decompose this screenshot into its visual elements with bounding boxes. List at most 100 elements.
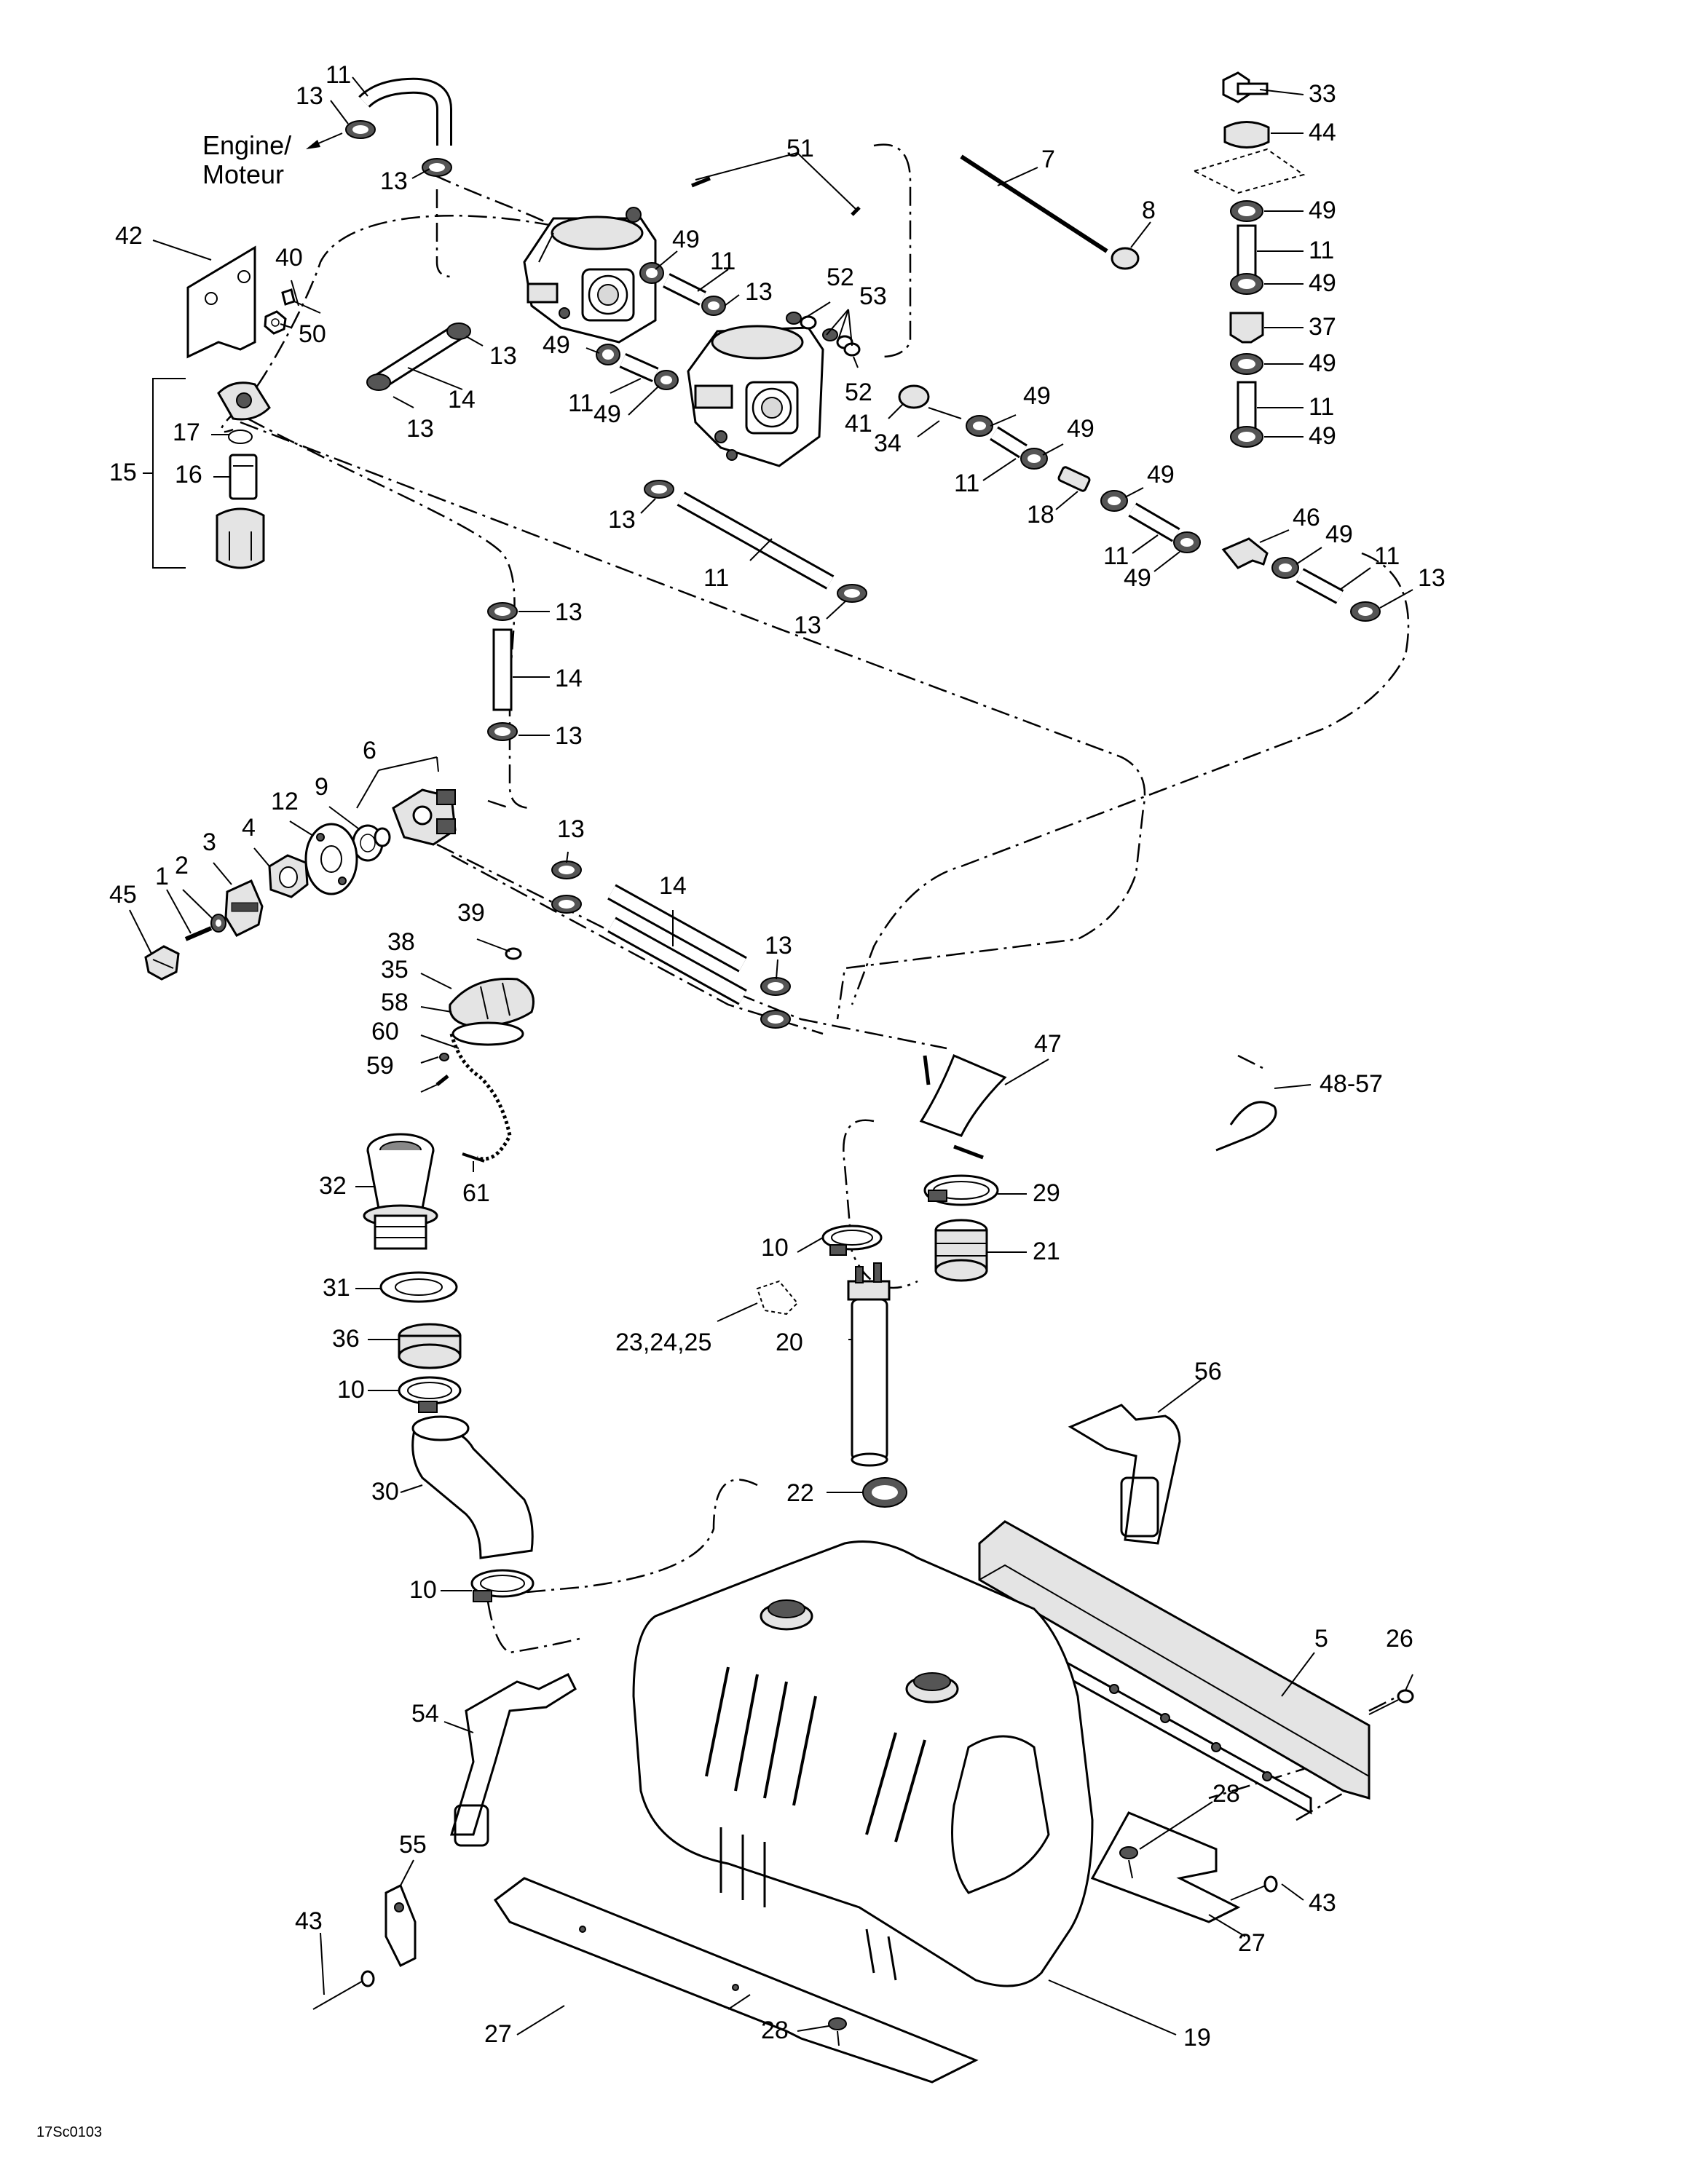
carburetor-rear — [687, 325, 824, 467]
callout-49: 49 — [1147, 461, 1175, 488]
push-pin-28-front — [828, 2017, 847, 2046]
callout-45: 45 — [109, 881, 137, 909]
valve-seal-9 — [352, 824, 391, 862]
bracket-47 — [919, 1054, 1007, 1160]
carburetor-front — [523, 207, 657, 344]
callout-18: 18 — [1027, 501, 1054, 529]
filler-neck — [363, 1133, 438, 1250]
callout-49: 49 — [1309, 422, 1336, 450]
filler-cap — [449, 977, 535, 1046]
callout-43: 43 — [295, 1907, 323, 1935]
callout-9: 9 — [315, 773, 328, 801]
callout-13: 13 — [555, 722, 583, 750]
callout-13: 13 — [380, 167, 408, 195]
engine-hose — [358, 77, 452, 146]
tie-strap — [1215, 1101, 1277, 1152]
screw-59-60 — [435, 1053, 449, 1086]
callout-41: 41 — [845, 410, 872, 438]
hose-11-diagonal — [644, 480, 867, 603]
callout-17: 17 — [173, 419, 200, 446]
callout-8: 8 — [1142, 197, 1156, 224]
callout-13: 13 — [489, 342, 517, 370]
engine-label-line1: Engine/ — [202, 130, 291, 160]
fuel-pressure-line — [898, 384, 1201, 553]
valve-nut-4 — [268, 854, 309, 898]
fuel-pickup-tube — [847, 1262, 891, 1467]
callout-7: 7 — [1041, 146, 1055, 173]
hose-clamp-29 — [923, 1174, 999, 1206]
callout-11: 11 — [326, 61, 351, 89]
callout-11: 11 — [1309, 237, 1334, 264]
callout-28: 28 — [761, 2017, 789, 2044]
y-connector — [1221, 537, 1381, 622]
engine-arrow — [306, 132, 343, 149]
callout-3: 3 — [202, 828, 216, 856]
hose-14-vertical — [487, 602, 518, 741]
callout-49: 49 — [1309, 349, 1336, 377]
hose-clamp-13-engine — [345, 120, 452, 177]
callout-26: 26 — [1386, 1625, 1413, 1653]
callout-49: 49 — [1325, 521, 1353, 548]
sensor-23-24-25 — [756, 1280, 799, 1315]
callout-11: 11 — [1103, 542, 1129, 570]
callout-61: 61 — [462, 1179, 490, 1207]
callout-27: 27 — [1238, 1929, 1266, 1957]
callout-10: 10 — [761, 1234, 789, 1262]
hose-clamp-10-pump — [821, 1224, 883, 1256]
callout-19: 19 — [1183, 2024, 1211, 2052]
callout-13: 13 — [1418, 564, 1446, 592]
callout-15: 15 — [109, 459, 137, 486]
callout-37: 37 — [1309, 313, 1336, 341]
callout-53: 53 — [859, 282, 887, 310]
callout-31: 31 — [323, 1274, 350, 1302]
callout-20: 20 — [776, 1329, 803, 1356]
callout-56: 56 — [1194, 1358, 1222, 1385]
callout-30: 30 — [371, 1478, 399, 1506]
hose-14-upper — [366, 323, 471, 391]
callout-2: 2 — [175, 852, 189, 879]
callout-48-57: 48-57 — [1320, 1070, 1383, 1098]
callout-54: 54 — [411, 1700, 439, 1728]
leader-lines — [129, 76, 1413, 2035]
valve-plate-12 — [304, 823, 358, 895]
callout-11: 11 — [710, 248, 735, 275]
fuel-valve-assembly — [392, 788, 457, 846]
cap-plug-39 — [505, 947, 522, 960]
rivet-43-left — [312, 1970, 375, 2010]
callout-10: 10 — [409, 1576, 437, 1604]
callout-4: 4 — [242, 814, 256, 842]
callout-22: 22 — [786, 1479, 814, 1507]
valve-screw-1 — [184, 926, 213, 941]
callout-11: 11 — [703, 564, 729, 592]
callout-13: 13 — [794, 612, 821, 639]
callout-52: 52 — [845, 379, 872, 406]
callout-11: 11 — [1374, 542, 1400, 570]
valve-knob-3 — [224, 879, 264, 937]
push-pin-28-rear — [1119, 1846, 1138, 1879]
nut-50 — [264, 310, 287, 335]
callout-21: 21 — [1033, 1238, 1060, 1265]
rivet-43-right — [1230, 1875, 1278, 1901]
bracket-55 — [384, 1883, 417, 1968]
figure-code: 17Sc0103 — [36, 2124, 102, 2140]
screw-26 — [1368, 1689, 1414, 1715]
vent-valve-stack — [1192, 71, 1306, 448]
callout-28: 28 — [1212, 1780, 1240, 1808]
tank-strap-56 — [1068, 1404, 1181, 1545]
callout-49: 49 — [1067, 415, 1095, 443]
callout-44: 44 — [1309, 119, 1336, 146]
callout-40: 40 — [275, 244, 303, 272]
valve-washer-2 — [210, 914, 226, 933]
callout-11: 11 — [954, 470, 979, 497]
callout-49: 49 — [1309, 269, 1336, 297]
fittings-51 — [691, 176, 861, 216]
callout-35: 35 — [381, 956, 409, 984]
callout-13: 13 — [765, 932, 792, 960]
callout-23-24-25: 23,24,25 — [615, 1329, 711, 1356]
rivet-61 — [462, 1152, 485, 1163]
callout-51: 51 — [786, 135, 814, 162]
callout-38: 38 — [387, 928, 415, 956]
callout-58: 58 — [381, 989, 409, 1016]
callout-59: 59 — [366, 1052, 394, 1080]
gasket-31 — [379, 1271, 458, 1303]
